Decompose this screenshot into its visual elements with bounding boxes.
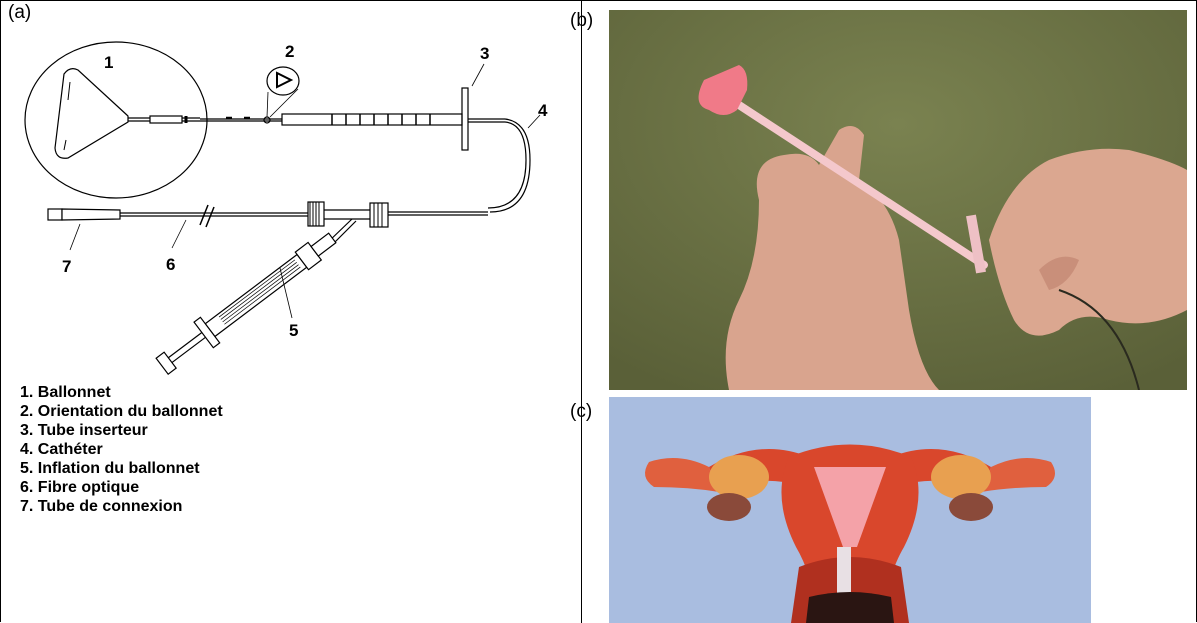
inserter-tube xyxy=(282,114,462,125)
legend-item: 3. Tube inserteur xyxy=(20,421,223,440)
panel-label-c: (c) xyxy=(570,402,592,422)
legend-item: 6. Fibre optique xyxy=(20,478,223,497)
callout-number: 6 xyxy=(166,255,175,275)
callout-number: 2 xyxy=(285,42,294,62)
connection-tube xyxy=(62,209,120,220)
uterus-illustration xyxy=(609,397,1091,623)
callout-number: 5 xyxy=(289,321,298,341)
panel-divider xyxy=(581,0,582,623)
device-photo xyxy=(609,10,1187,390)
legend-item: 4. Cathéter xyxy=(20,440,223,459)
catheter-loop xyxy=(490,119,530,212)
orientation-bubble xyxy=(267,67,299,95)
legend-list: 1. Ballonnet 2. Orientation du ballonnet… xyxy=(20,383,223,516)
callout-number: 3 xyxy=(480,44,489,64)
legend-item: 2. Orientation du ballonnet xyxy=(20,402,223,421)
callout-number: 7 xyxy=(62,257,71,277)
syringe xyxy=(153,225,342,379)
balloon-shape xyxy=(55,69,128,159)
inserter-flange xyxy=(462,88,468,150)
legend-item: 1. Ballonnet xyxy=(20,383,223,402)
legend-item: 7. Tube de connexion xyxy=(20,497,223,516)
callout-number: 1 xyxy=(104,53,113,73)
callout-number: 4 xyxy=(538,101,547,121)
legend-item: 5. Inflation du ballonnet xyxy=(20,459,223,478)
